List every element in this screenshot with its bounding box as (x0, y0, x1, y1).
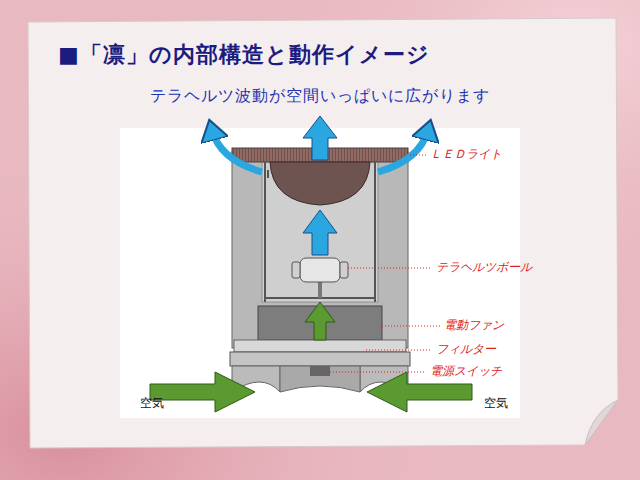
slide-title: ■「凛」の内部構造と動作イメージ (58, 42, 430, 68)
part-label: 電動ファン (444, 318, 504, 332)
part-label: テラヘルツボール (436, 260, 532, 274)
air-label: 空気 (140, 396, 164, 410)
air-label: 空気 (484, 396, 508, 410)
subtitle: テラヘルツ波動が空間いっぱいに広がります (150, 86, 490, 105)
part-label: フィルター (436, 342, 496, 356)
part-label: 電源スイッチ (430, 364, 502, 378)
part-label: ＬＥＤライト (430, 147, 502, 161)
